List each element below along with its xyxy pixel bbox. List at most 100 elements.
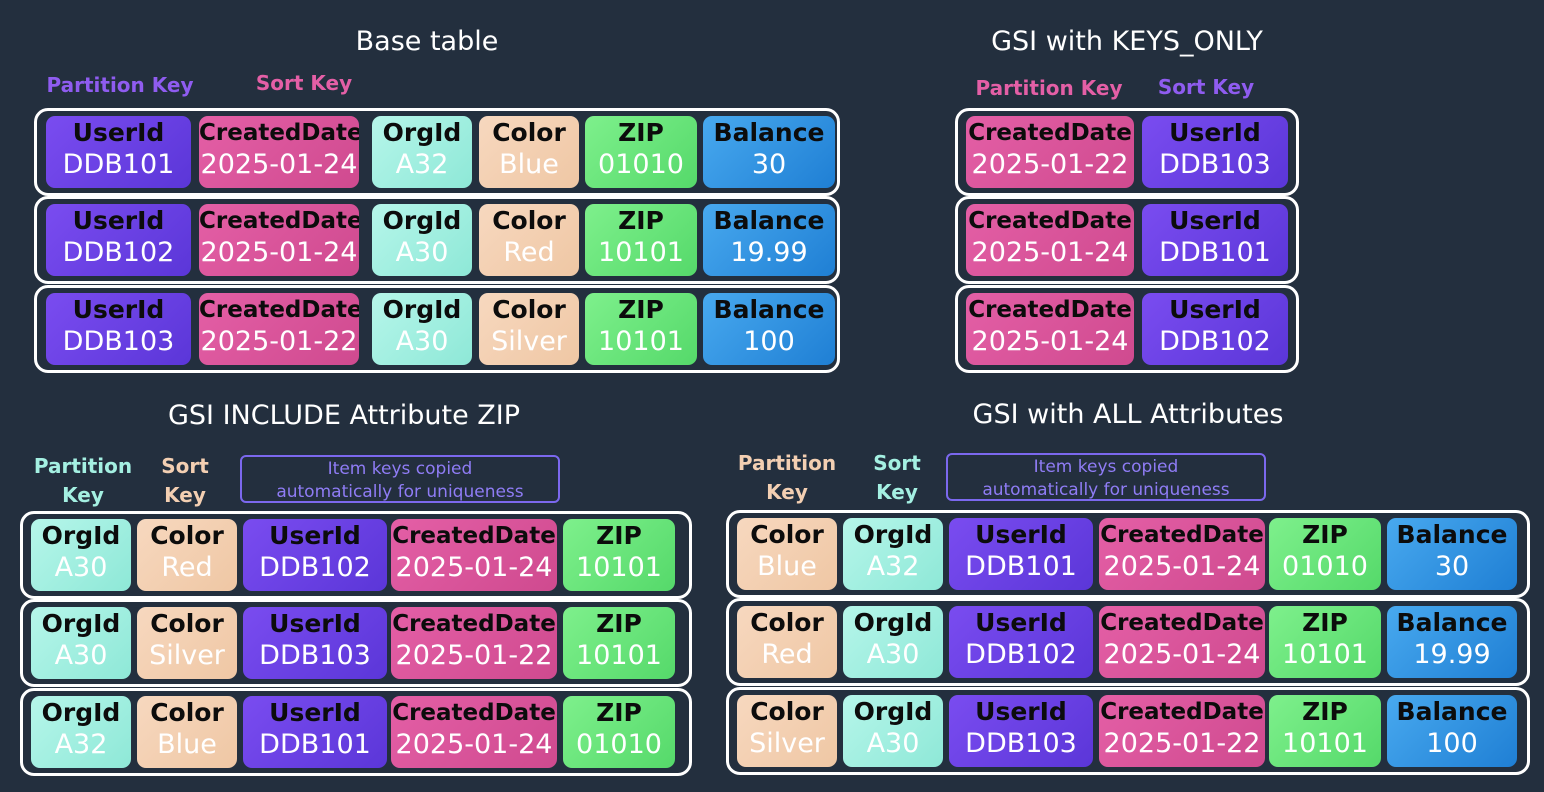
attribute-value: DDB101 <box>1159 237 1271 268</box>
attribute-name: Balance <box>1396 608 1508 637</box>
attribute-value: 100 <box>1426 728 1478 759</box>
attribute-name: UserId <box>1169 206 1261 235</box>
attribute-name: Balance <box>1396 520 1508 549</box>
attribute-value: Red <box>161 552 213 583</box>
attribute-name: Color <box>492 118 566 147</box>
attribute-name: Color <box>750 520 824 549</box>
attribute-value: DDB103 <box>62 326 175 357</box>
include-sort-key-label: Sort Key <box>161 454 209 507</box>
attribute-value: 2025-01-24 <box>1103 639 1261 670</box>
attribute-value: DDB103 <box>1159 149 1271 180</box>
attribute-value: 19.99 <box>1413 639 1491 670</box>
attribute-value: A32 <box>866 551 920 582</box>
attribute-value: DDB101 <box>62 149 175 180</box>
attribute-name: OrgId <box>382 118 462 147</box>
created-date-cell: CreatedDate 2025-01-22 <box>966 116 1134 188</box>
attribute-name: CreatedDate <box>392 700 556 726</box>
attribute-value: 01010 <box>1282 551 1368 582</box>
attribute-name: CreatedDate <box>199 297 359 323</box>
base-sort-key-label: Sort Key <box>255 71 353 95</box>
attribute-value: 2025-01-22 <box>971 149 1129 180</box>
attribute-value: Silver <box>149 640 225 671</box>
attribute-name: OrgId <box>41 609 121 638</box>
attribute-name: OrgId <box>41 698 121 727</box>
created-date-cell: CreatedDate 2025-01-22 <box>199 293 359 365</box>
keys-only-sort-key-label: Sort Key <box>1157 75 1255 99</box>
attribute-value: 2025-01-24 <box>395 552 553 583</box>
attribute-value: 2025-01-24 <box>1103 551 1261 582</box>
attribute-value: 30 <box>751 149 787 180</box>
attribute-name: Color <box>150 521 224 550</box>
attribute-value: DDB102 <box>62 237 175 268</box>
all-uniqueness-note: Item keys copied automatically for uniqu… <box>946 453 1266 501</box>
base-table-title: Base table <box>355 26 499 57</box>
attribute-name: Balance <box>713 118 825 147</box>
all-sort-key-label: Sort Key <box>873 451 921 504</box>
attribute-value: 2025-01-24 <box>395 729 553 760</box>
attribute-value: Silver <box>491 326 567 357</box>
attribute-value: DDB103 <box>259 640 371 671</box>
all-partition-key-label: Partition Key <box>737 451 837 504</box>
attribute-name: UserId <box>975 520 1067 549</box>
attribute-name: CreatedDate <box>968 297 1132 323</box>
attribute-name: UserId <box>975 608 1067 637</box>
attribute-value: 2025-01-22 <box>200 326 358 357</box>
attribute-name: CreatedDate <box>968 208 1132 234</box>
attribute-value: DDB102 <box>259 552 371 583</box>
attribute-name: UserId <box>1169 295 1261 324</box>
attribute-name: Color <box>492 295 566 324</box>
include-uniqueness-note: Item keys copied automatically for uniqu… <box>240 455 560 503</box>
attribute-value: Blue <box>757 551 817 582</box>
attribute-name: CreatedDate <box>199 208 359 234</box>
attribute-name: OrgId <box>853 608 933 637</box>
attribute-name: UserId <box>1169 118 1261 147</box>
attribute-name: UserId <box>72 118 165 147</box>
keys-only-title: GSI with KEYS_ONLY <box>991 26 1263 57</box>
attribute-value: A30 <box>395 326 449 357</box>
attribute-name: Color <box>150 698 224 727</box>
attribute-value: A30 <box>54 552 108 583</box>
attribute-name: CreatedDate <box>1100 699 1264 725</box>
attribute-value: 10101 <box>1282 728 1368 759</box>
attribute-name: CreatedDate <box>968 120 1132 146</box>
attribute-value: 30 <box>1434 551 1470 582</box>
attribute-name: Balance <box>1396 697 1508 726</box>
attribute-value: 100 <box>743 326 795 357</box>
